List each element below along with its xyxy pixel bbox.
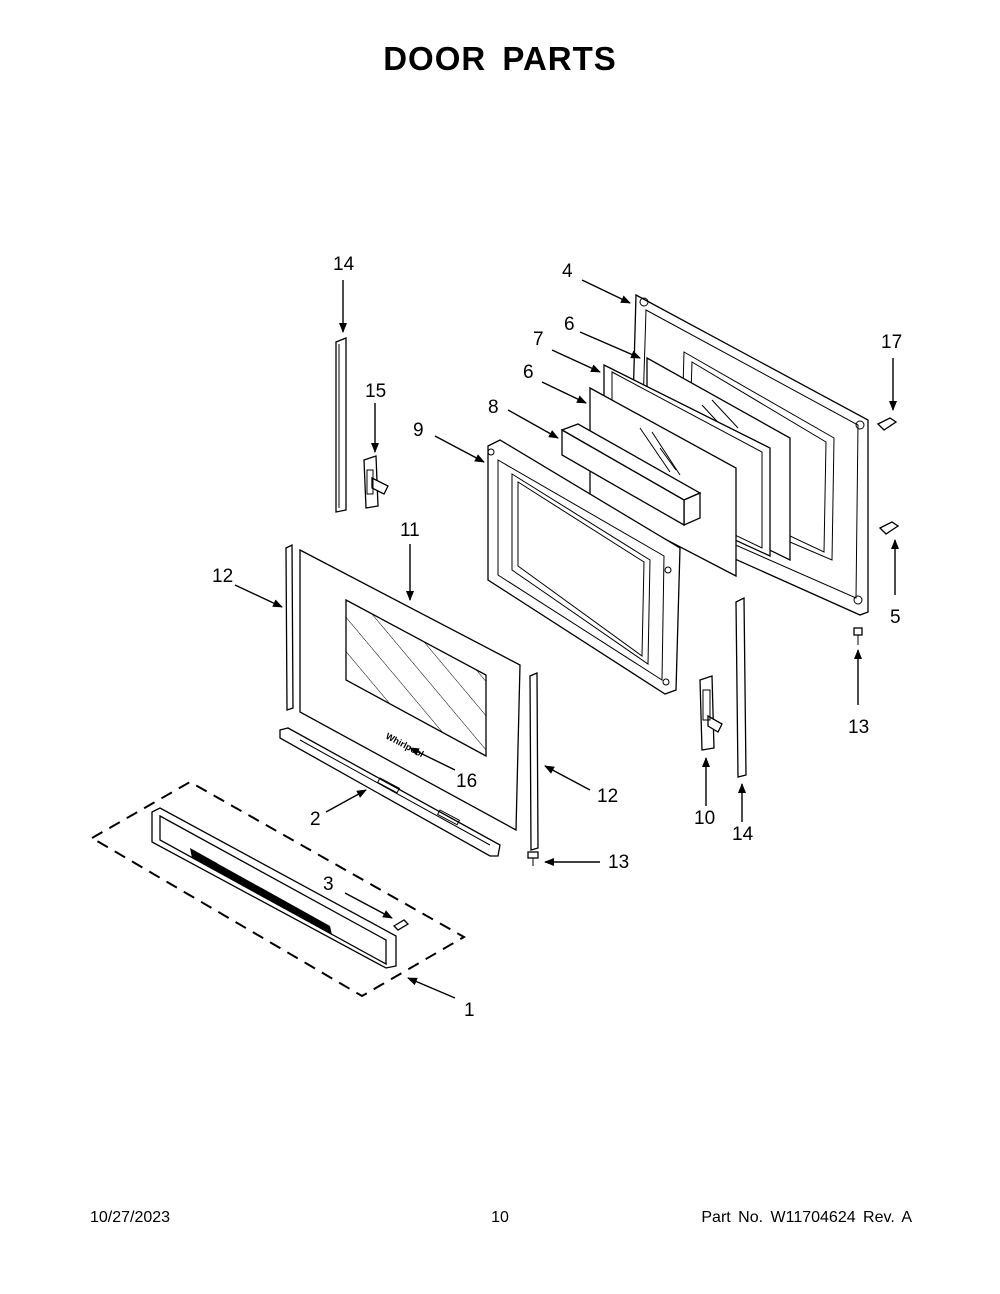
callout-12: 12 bbox=[597, 786, 618, 807]
screw-13-rear bbox=[853, 627, 863, 645]
callout-3: 3 bbox=[323, 874, 334, 895]
screw-13-front bbox=[527, 851, 539, 866]
inner-door-liner bbox=[487, 439, 681, 695]
callout-11: 11 bbox=[400, 520, 420, 541]
hinge-channel-right bbox=[735, 596, 747, 778]
insulation-block bbox=[560, 423, 702, 527]
vent-trim bbox=[279, 727, 501, 857]
callout-8: 8 bbox=[488, 397, 499, 418]
outer-door-glass: Whirlpool bbox=[299, 548, 521, 832]
side-trim-left bbox=[285, 543, 294, 711]
callout-14: 14 bbox=[333, 254, 355, 275]
leader-lines bbox=[234, 279, 899, 999]
callout-13: 13 bbox=[608, 852, 629, 873]
hinge-right bbox=[699, 675, 723, 751]
callout-10: 10 bbox=[694, 808, 715, 829]
side-trim-right bbox=[529, 672, 539, 851]
callout-labels: 14 15 4 6 7 6 8 9 17 11 12 5 13 12 13 10… bbox=[212, 254, 902, 1021]
callout-1: 1 bbox=[464, 1000, 475, 1021]
callout-15: 15 bbox=[365, 381, 386, 402]
footer-part-number: Part No. W11704624 Rev. A bbox=[701, 1209, 912, 1226]
callout-2: 2 bbox=[310, 809, 321, 830]
screw-5 bbox=[878, 521, 900, 535]
page-title: DOOR PARTS bbox=[383, 40, 617, 77]
callout-9: 9 bbox=[413, 420, 424, 441]
handle-assembly-boundary bbox=[90, 780, 467, 998]
callout-5: 5 bbox=[890, 607, 901, 628]
callout-16: 16 bbox=[456, 771, 477, 792]
door-handle bbox=[151, 807, 397, 969]
callout-6: 6 bbox=[523, 362, 534, 383]
hinge-left bbox=[363, 455, 389, 509]
footer-page-number: 10 bbox=[491, 1209, 509, 1226]
screw-17 bbox=[876, 417, 898, 431]
callout-7: 7 bbox=[533, 329, 544, 350]
callout-14: 14 bbox=[732, 824, 754, 845]
callout-6: 6 bbox=[564, 314, 575, 335]
callout-13: 13 bbox=[848, 717, 869, 738]
callout-17: 17 bbox=[881, 332, 902, 353]
callout-4: 4 bbox=[562, 261, 573, 282]
callout-12: 12 bbox=[212, 566, 233, 587]
hinge-channel-left bbox=[335, 337, 347, 513]
footer-date: 10/27/2023 bbox=[90, 1209, 171, 1226]
screw-3 bbox=[392, 919, 410, 931]
